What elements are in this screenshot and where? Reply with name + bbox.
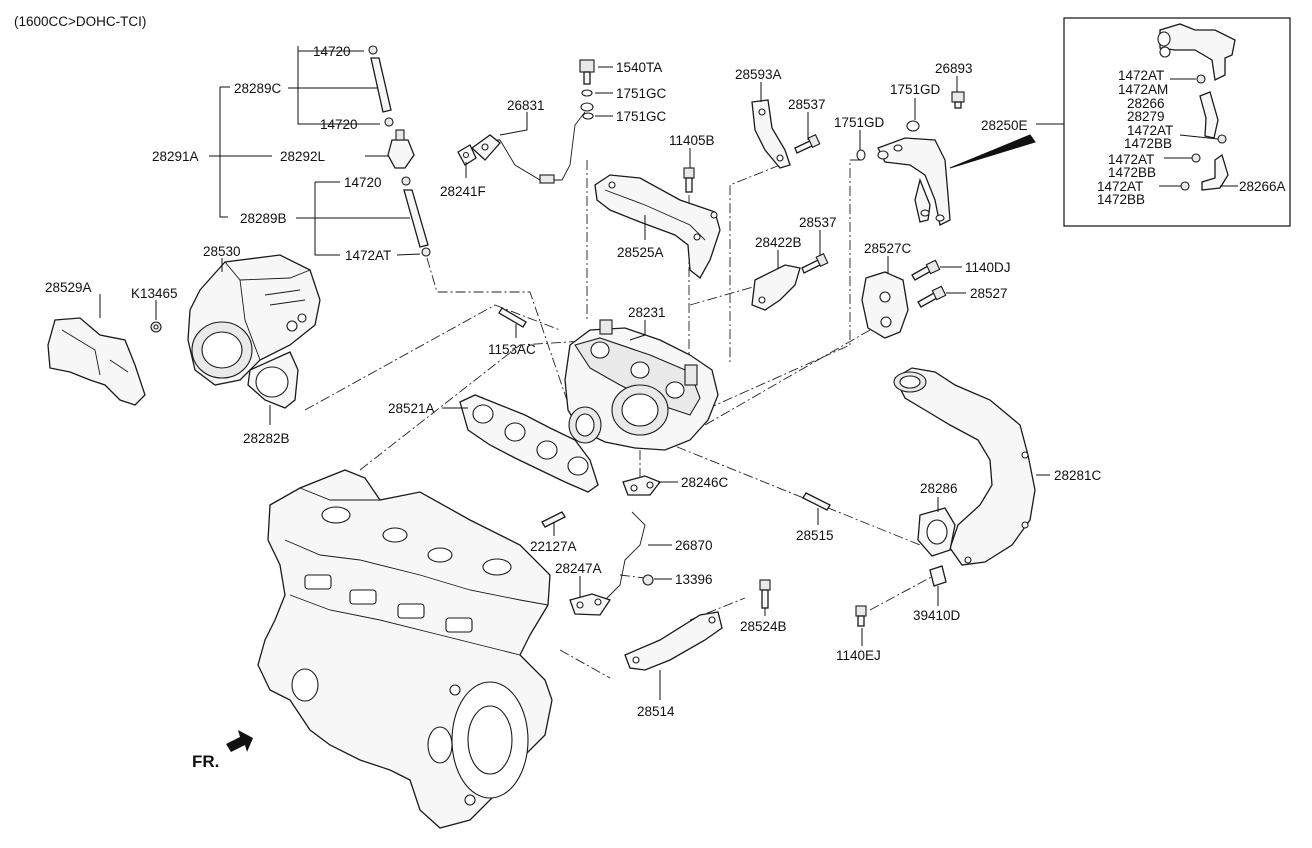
stud-22127a-drawing: [541, 511, 566, 528]
label-28286: 28286: [920, 481, 958, 496]
gasket-28282b-drawing: [247, 351, 299, 409]
bracket-28422b-drawing: [751, 264, 801, 311]
inset-label-1472bb-3: 1472BB: [1097, 192, 1145, 207]
label-28525a: 28525A: [617, 245, 664, 260]
engine-block-drawing: [257, 469, 553, 829]
gaskets-1751gd-drawing: [856, 120, 920, 161]
label-28250e: 28250E: [981, 118, 1028, 133]
nut-k13465-drawing: [150, 321, 162, 333]
label-28422b: 28422B: [755, 235, 802, 250]
hose-28289b-drawing: [401, 176, 431, 257]
nut-13396-drawing: [642, 574, 654, 586]
label-28246c: 28246C: [681, 475, 729, 490]
bolt-1140dj-drawing: [911, 259, 941, 281]
label-1540ta: 1540TA: [616, 60, 662, 75]
label-28524b: 28524B: [740, 619, 787, 634]
label-14720-low: 14720: [344, 175, 382, 190]
bolt-28537b-drawing: [801, 253, 829, 274]
inset-label-1472am: 1472AM: [1118, 82, 1168, 97]
bolt-28527-drawing: [917, 285, 947, 308]
gasket-28286-drawing: [917, 507, 956, 557]
part-labels: (1600CC>DOHC-TCI) FR. 14720 28289C 14720…: [14, 14, 1286, 771]
label-26893: 26893: [935, 61, 973, 76]
bolt-1540ta-drawing: [579, 59, 595, 120]
label-1751gc-top: 1751GC: [616, 86, 667, 101]
label-14720-top: 14720: [313, 44, 351, 59]
label-28521a: 28521A: [388, 401, 435, 416]
label-28289c: 28289C: [234, 81, 282, 96]
label-1153ac: 1153AC: [488, 342, 536, 357]
stud-1153ac-drawing: [498, 307, 527, 328]
engine-spec-title: (1600CC>DOHC-TCI): [14, 14, 146, 29]
oil-return-pipe-26870-drawing: [569, 475, 662, 616]
bolt-11405b-drawing: [683, 167, 695, 193]
label-28530: 28530: [203, 244, 241, 259]
label-28291a: 28291A: [152, 149, 199, 164]
bolt-1140ej-drawing: [855, 605, 867, 627]
label-28289b: 28289B: [240, 211, 287, 226]
label-28231: 28231: [628, 305, 666, 320]
intake-pipe-28281c-drawing: [893, 367, 1036, 566]
heat-shield-28529a-drawing: [47, 317, 146, 406]
leader-lines: [99, 46, 1238, 700]
label-28514: 28514: [637, 704, 675, 719]
label-26870: 26870: [675, 538, 713, 553]
label-1751gd-left: 1751GD: [834, 115, 885, 130]
front-arrow-icon: [226, 730, 253, 752]
label-14720-mid: 14720: [320, 117, 358, 132]
label-28537-mid: 28537: [799, 215, 837, 230]
label-26831: 26831: [507, 98, 545, 113]
inset-label-28266: 28266: [1127, 96, 1165, 111]
clip-39410d-drawing: [929, 565, 947, 587]
label-22127a: 22127A: [530, 539, 577, 554]
water-pipe-28250e-drawing: [877, 137, 951, 226]
inset-pointer-wedge: [949, 134, 1036, 169]
label-28529a: 28529A: [45, 280, 92, 295]
label-k13465: K13465: [131, 286, 178, 301]
label-28247a: 28247A: [555, 561, 602, 576]
stud-28515-drawing: [802, 492, 831, 511]
inset-label-1472at-2: 1472AT: [1127, 123, 1173, 138]
inset-label-28266a: 28266A: [1239, 179, 1286, 194]
oil-pipe-26831-drawing: [457, 111, 586, 184]
bracket-28593a-drawing: [751, 99, 791, 169]
valve-28292l-drawing: [387, 129, 415, 169]
bolt-28524b-drawing: [759, 579, 771, 609]
label-1472at: 1472AT: [345, 248, 391, 263]
inset-label-1472bb-2: 1472BB: [1108, 165, 1156, 180]
exhaust-gasket-28521a-drawing: [459, 394, 599, 493]
inset-label-1472bb-1: 1472BB: [1124, 136, 1172, 151]
label-1140dj: 1140DJ: [965, 260, 1011, 275]
label-13396: 13396: [675, 572, 713, 587]
label-28241f: 28241F: [440, 184, 486, 199]
inset-label-1472at-3: 1472AT: [1108, 152, 1154, 167]
label-28282b: 28282B: [243, 431, 290, 446]
label-11405b: 11405B: [669, 133, 715, 148]
heat-protector-28525a-drawing: [594, 174, 721, 279]
label-39410d: 39410D: [913, 608, 961, 623]
label-28292l: 28292L: [280, 149, 326, 164]
support-bracket-28514-drawing: [624, 611, 723, 671]
heat-plate-28527c-drawing: [861, 271, 909, 339]
label-28527: 28527: [970, 286, 1008, 301]
label-28281c: 28281C: [1054, 468, 1102, 483]
hose-28289c-drawing: [368, 45, 394, 127]
bolt-28537a-drawing: [794, 134, 821, 154]
label-1140ej: 1140EJ: [836, 648, 881, 663]
catalytic-converter-drawing: [187, 254, 321, 386]
label-1751gd-top: 1751GD: [890, 82, 941, 97]
label-28593a: 28593A: [735, 67, 782, 82]
turbocharger-28231-drawing: [564, 319, 719, 451]
inset-label-1472at-1: 1472AT: [1118, 68, 1164, 83]
label-28527c: 28527C: [864, 241, 912, 256]
inset-label-28279: 28279: [1127, 109, 1165, 124]
bolt-26893-drawing: [951, 91, 965, 109]
front-direction-label: FR.: [192, 752, 219, 771]
label-28537-top: 28537: [788, 97, 826, 112]
label-1751gc-low: 1751GC: [616, 109, 667, 124]
inset-detail-box: [1063, 17, 1291, 227]
label-28515: 28515: [796, 528, 834, 543]
inset-label-1472at-4: 1472AT: [1097, 179, 1143, 194]
